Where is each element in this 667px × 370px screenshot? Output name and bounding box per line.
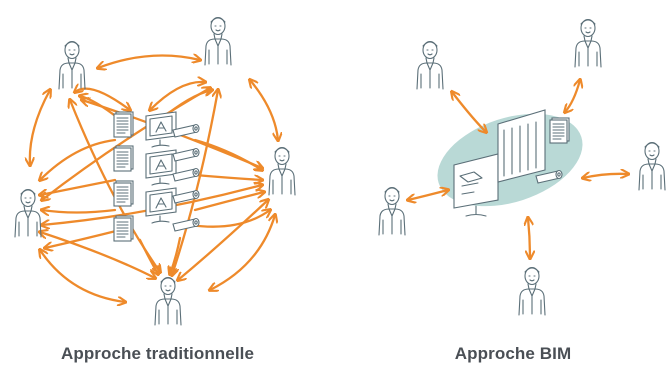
document-cluster [113, 111, 200, 242]
person-sketch-icon [638, 141, 666, 191]
person-sketch-icon [416, 40, 444, 90]
person-sketch-icon [378, 186, 406, 236]
bim-approach-diagram [378, 18, 666, 316]
bim-model-cluster [453, 109, 570, 217]
person-sketch-icon [268, 146, 296, 196]
person-sketch-icon [574, 18, 602, 68]
person-sketch-icon [204, 16, 232, 66]
person-sketch-icon [154, 276, 182, 326]
bim-approach-caption: Approche BIM [454, 344, 572, 363]
bim-arrows [408, 80, 628, 258]
traditional-approach-caption: Approche traditionnelle [60, 344, 255, 363]
person-sketch-icon [14, 188, 42, 238]
person-sketch-icon [58, 40, 86, 90]
communication-arrows [30, 56, 278, 303]
person-sketch-icon [518, 266, 546, 316]
traditional-approach-diagram [14, 16, 296, 326]
